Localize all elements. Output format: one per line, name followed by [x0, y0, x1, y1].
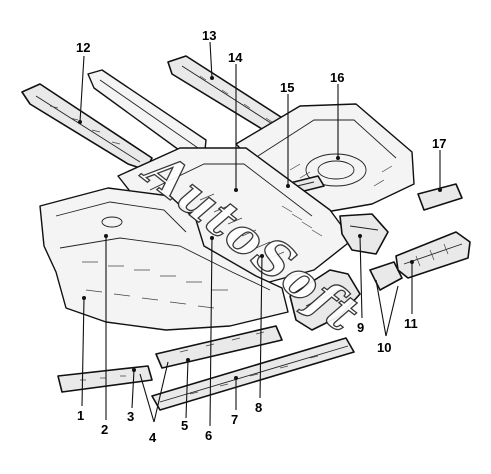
- part-5-sill: [155, 325, 283, 369]
- callout-12: 12: [76, 40, 90, 55]
- callout-13: 13: [202, 28, 216, 43]
- callout-7: 7: [231, 412, 238, 427]
- callout-9: 9: [357, 320, 364, 335]
- callout-16: 16: [330, 70, 344, 85]
- callout-1: 1: [77, 408, 84, 423]
- part-10-bracket: [289, 261, 403, 331]
- callout-14: 14: [228, 50, 243, 65]
- part-17-end-plate: [417, 183, 463, 211]
- leader-dots: [78, 76, 442, 380]
- callout-15: 15: [280, 80, 294, 95]
- callout-4: 4: [149, 430, 157, 445]
- leader-lines: [79, 41, 441, 427]
- part-3-sill: [57, 365, 153, 393]
- callout-10: 10: [377, 340, 391, 355]
- callout-6: 6: [205, 428, 212, 443]
- part-11-crossmember: [395, 231, 471, 279]
- callout-17: 17: [432, 136, 446, 151]
- callout-3: 3: [127, 409, 134, 424]
- callout-11: 11: [404, 316, 418, 331]
- callout-2: 2: [101, 422, 108, 437]
- part-9-bracket: [339, 213, 389, 255]
- callout-labels: 1 2 3 4 5 6 7 8 9 10 11 12 13 14 15 16 1…: [76, 28, 446, 445]
- callout-8: 8: [255, 400, 262, 415]
- front-floor-panel: [39, 187, 289, 331]
- callout-5: 5: [181, 418, 188, 433]
